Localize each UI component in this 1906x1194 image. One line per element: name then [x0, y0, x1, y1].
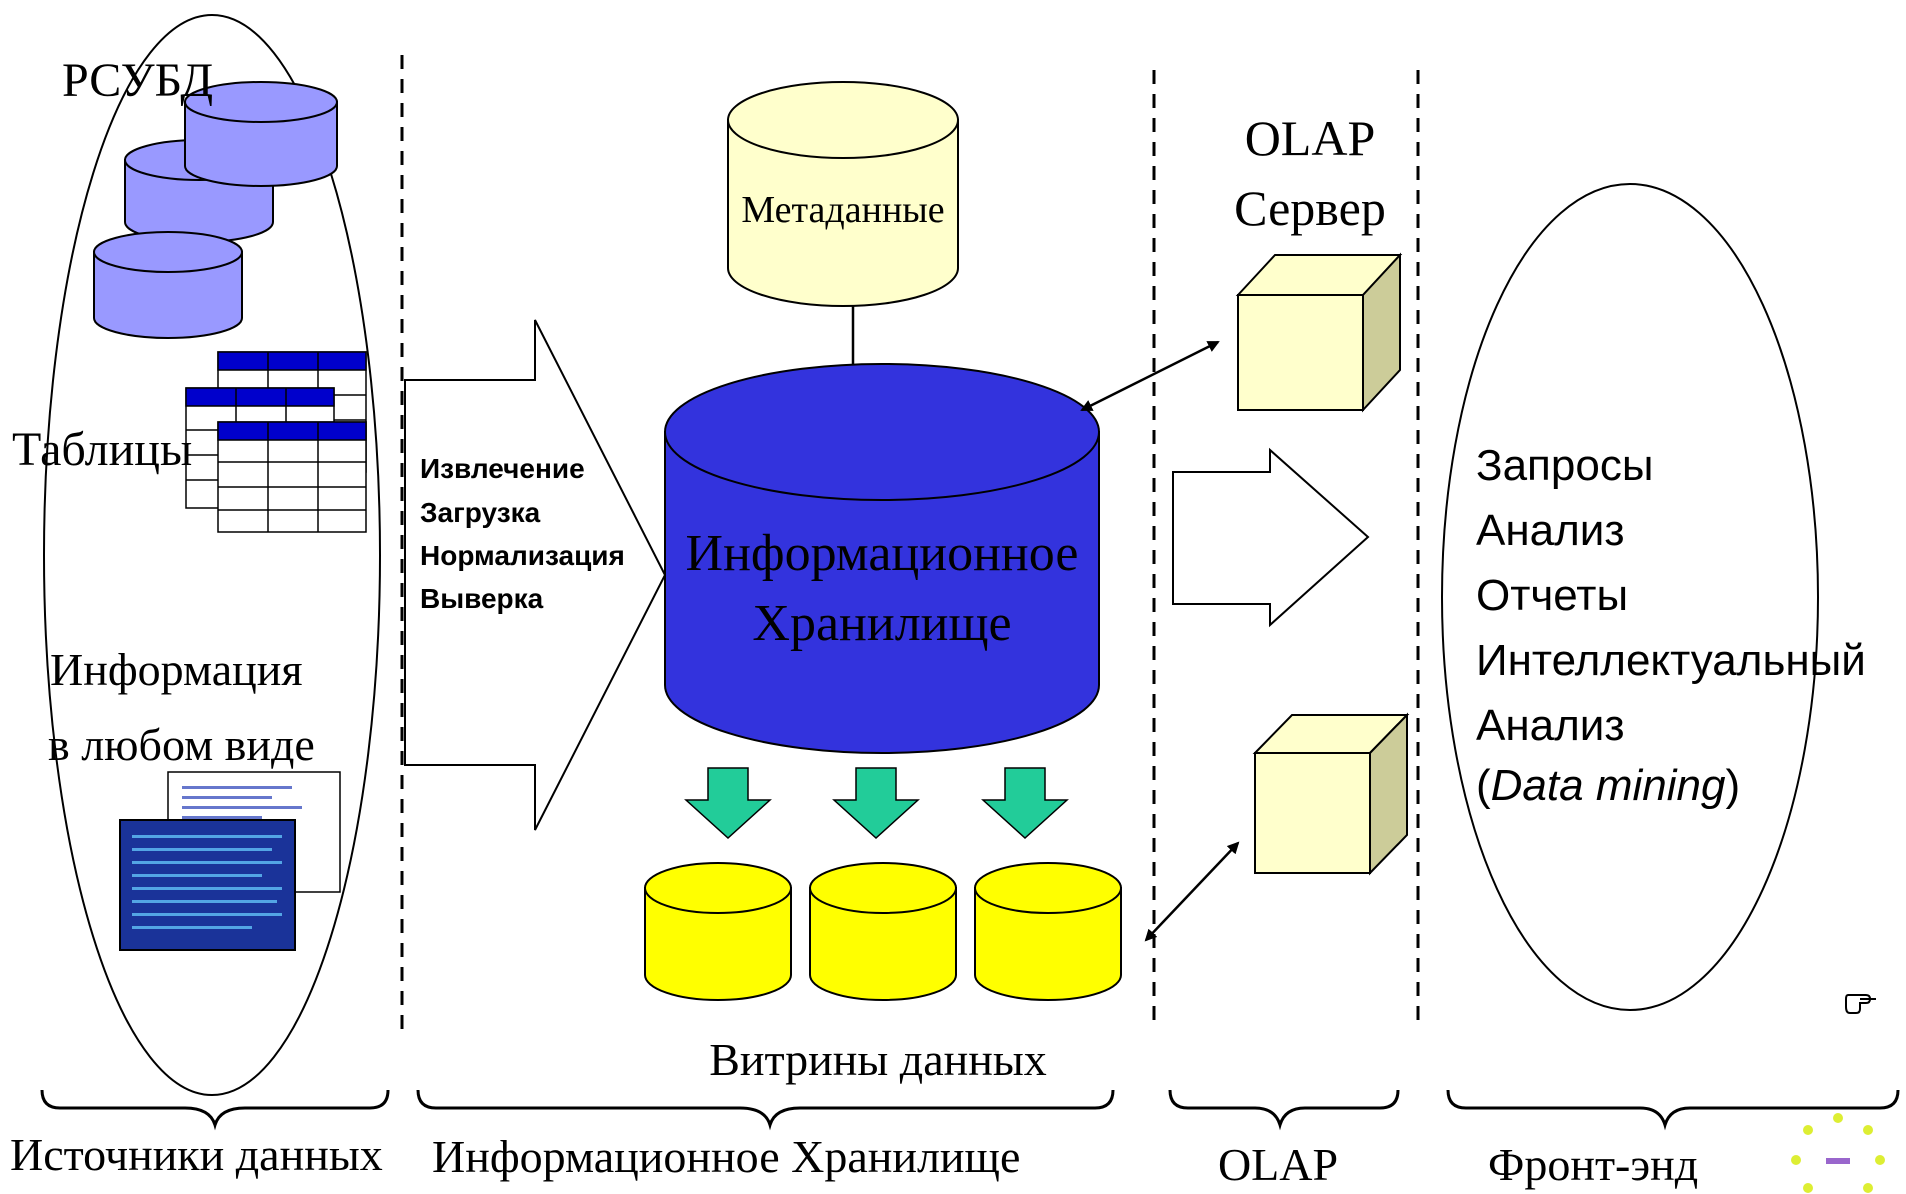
olap-server-label-line2: Сервер: [1234, 180, 1386, 236]
data-mart-cylinder-2: [809, 862, 957, 1001]
rdbms-cylinder-top: [184, 81, 338, 187]
down-arrow-1: [684, 767, 772, 840]
spinner-logo-icon: [1791, 1113, 1885, 1193]
metadata-label: Метаданные: [741, 189, 944, 231]
down-arrow-2: [832, 767, 920, 840]
brace-frontend: [1446, 1089, 1900, 1131]
olap-cube-top: [1235, 252, 1403, 413]
olap-to-frontend-arrow: [1172, 447, 1370, 628]
warehouse-label-line2: Хранилище: [752, 595, 1011, 652]
section-label-olap: OLAP: [1218, 1139, 1338, 1190]
hand-pointer-icon[interactable]: [1845, 994, 1876, 1014]
brace-olap: [1168, 1089, 1400, 1131]
frontend-ellipse: [1441, 183, 1819, 1011]
tables-icon: [185, 351, 367, 533]
brace-sources: [40, 1089, 390, 1131]
section-labels: Источники данных Информационное Хранилищ…: [10, 1129, 1698, 1190]
section-label-warehouse: Информационное Хранилище: [432, 1131, 1020, 1182]
rdbms-label: РСУБД: [62, 54, 213, 107]
info-any-form-line2: в любом виде: [48, 719, 315, 770]
frontend-item-analysis: Анализ: [1476, 506, 1625, 555]
tables-label: Таблицы: [12, 423, 192, 476]
rdbms-cylinder-front: [93, 231, 243, 339]
table-sheet-front: [217, 421, 367, 533]
data-marts-label: Витрины данных: [709, 1034, 1047, 1085]
down-arrow-3: [981, 767, 1069, 840]
sources-ellipse: [43, 14, 381, 1096]
etl-step-reconcile: Выверка: [420, 583, 544, 614]
rdbms-cylinders-icon: [93, 81, 338, 339]
warehouse-cylinder: [664, 363, 1100, 754]
warehouse-label-line1: Информационное: [686, 525, 1079, 582]
etl-step-extract: Извлечение: [420, 453, 585, 484]
etl-steps: Извлечение Загрузка Нормализация Выверка: [420, 453, 625, 614]
frontend-item-data-mining: (Data mining): [1476, 761, 1740, 810]
etl-step-normalize: Нормализация: [420, 540, 625, 571]
frontend-item-reports: Отчеты: [1476, 571, 1628, 620]
frontend-items: Запросы Анализ Отчеты Интеллектуальный А…: [1476, 441, 1866, 810]
frontend-item-intelligent: Интеллектуальный: [1476, 636, 1866, 685]
info-any-form-line1: Информация: [50, 644, 303, 695]
etl-step-load: Загрузка: [420, 497, 541, 528]
documents-screen-icon: [119, 771, 341, 951]
etl-arrow: [404, 319, 667, 831]
green-down-arrows: [684, 767, 1069, 840]
section-label-sources: Источники данных: [10, 1129, 383, 1180]
warehouse-olap-connector-arrow: [1080, 340, 1220, 412]
data-mart-cylinder-3: [974, 862, 1122, 1001]
brace-warehouse: [416, 1089, 1115, 1131]
frontend-item-analysis-2: Анализ: [1476, 701, 1625, 750]
olap-server-label-line1: OLAP: [1245, 110, 1376, 166]
olap-cube-bottom: [1252, 712, 1410, 876]
data-mart-cylinder-1: [644, 862, 792, 1001]
section-braces: [40, 1089, 1900, 1131]
metadata-cylinder: [727, 81, 959, 307]
section-label-frontend: Фронт-энд: [1488, 1139, 1698, 1190]
marts-olap-connector-arrow: [1144, 841, 1240, 942]
data-mart-cylinders: [644, 862, 1122, 1001]
frontend-item-queries: Запросы: [1476, 441, 1653, 490]
